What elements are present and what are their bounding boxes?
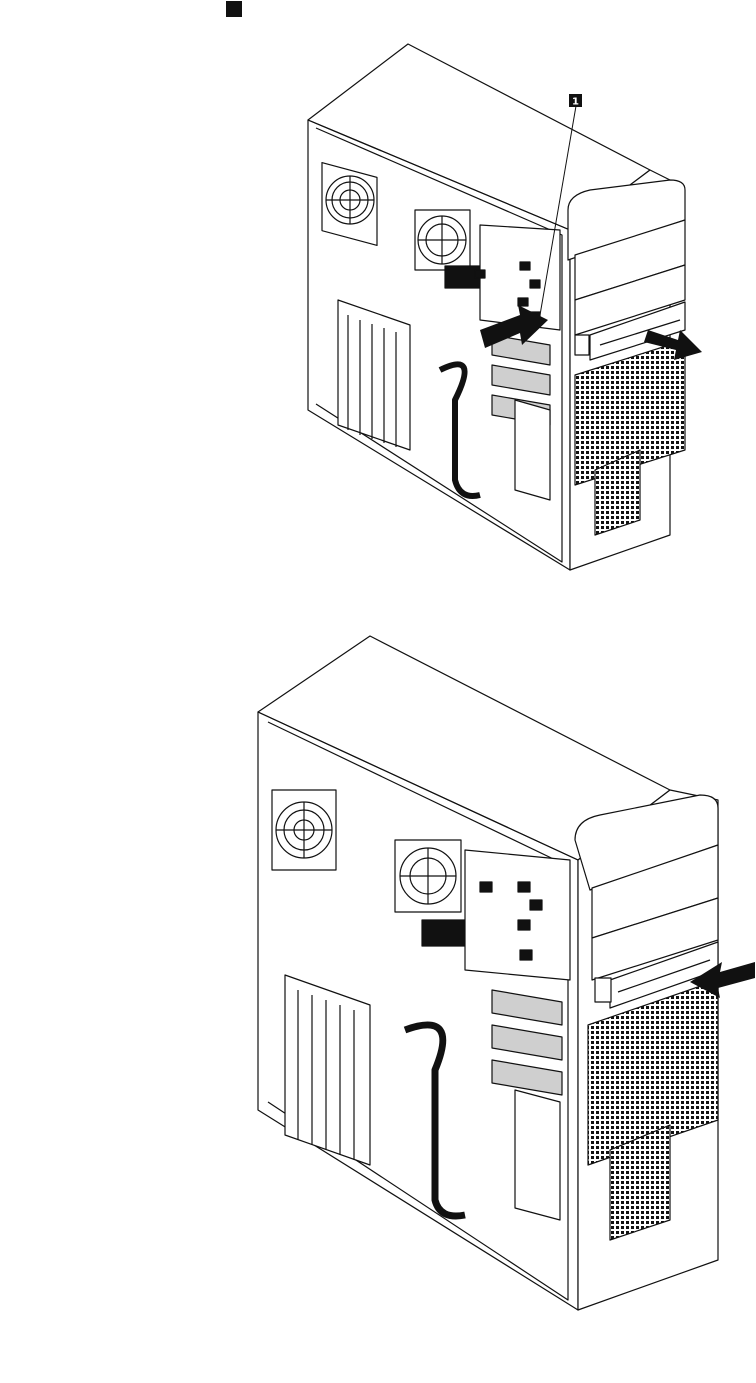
expansion-slot-cage [285, 975, 370, 1165]
psu-fan-icon [272, 790, 336, 870]
figure-1-drive-removal: 1 [230, 30, 756, 590]
hard-drive-slots [492, 990, 562, 1095]
psu-fan-icon [322, 163, 377, 246]
chassis-drawing-2 [200, 620, 756, 1380]
figure-2-drive-installation [200, 620, 756, 1380]
drive-bay-cage [475, 225, 560, 330]
heatsink-icon [422, 920, 466, 946]
ribbon-cable [405, 1025, 465, 1216]
optical-drive-stack [575, 795, 718, 1008]
callout-badge-1: 1 [569, 94, 582, 108]
drive-lock-lever[interactable] [575, 335, 589, 355]
chassis-drawing-1: 1 [230, 30, 756, 590]
lower-drive-bracket [515, 400, 550, 500]
callout-number: 1 [572, 97, 579, 108]
legend-callout-square [226, 1, 242, 17]
cpu-fan-icon [415, 210, 470, 270]
expansion-slot-cage [338, 300, 410, 450]
cpu-fan-icon [395, 840, 461, 912]
lower-drive-bracket [515, 1090, 560, 1220]
drive-bay-cage [465, 850, 570, 980]
ribbon-cable [440, 364, 480, 496]
drive-lock-lever[interactable] [595, 978, 611, 1002]
